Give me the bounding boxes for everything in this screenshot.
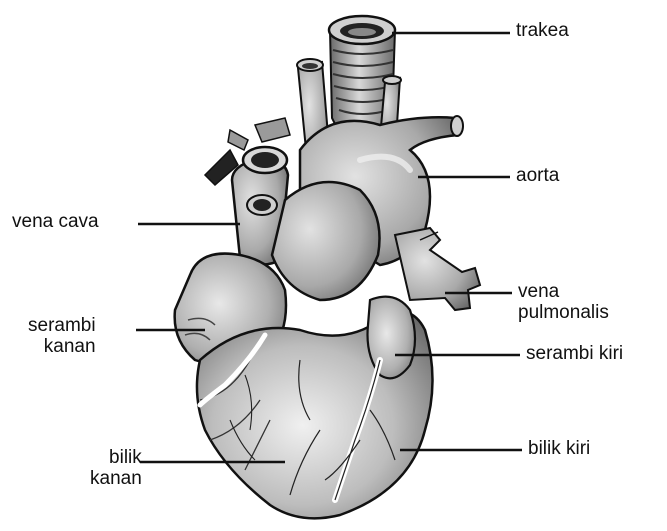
vena-cava-shape <box>203 117 291 266</box>
label-serambi-kiri: serambi kiri <box>526 343 624 364</box>
label-bilik-kiri: bilik kiri <box>528 438 591 459</box>
trachea-shape <box>327 14 397 151</box>
label-aorta: aorta <box>516 165 560 186</box>
coronary-vessels <box>197 332 396 503</box>
pulmonary-trunk-shape <box>270 180 381 302</box>
pulmonary-vein-shape <box>393 226 482 312</box>
left-atrium-shape <box>366 295 417 380</box>
leader-lines <box>136 31 522 464</box>
label-trakea: trakea <box>516 20 569 41</box>
label-vena-cava: vena cava <box>12 211 99 232</box>
